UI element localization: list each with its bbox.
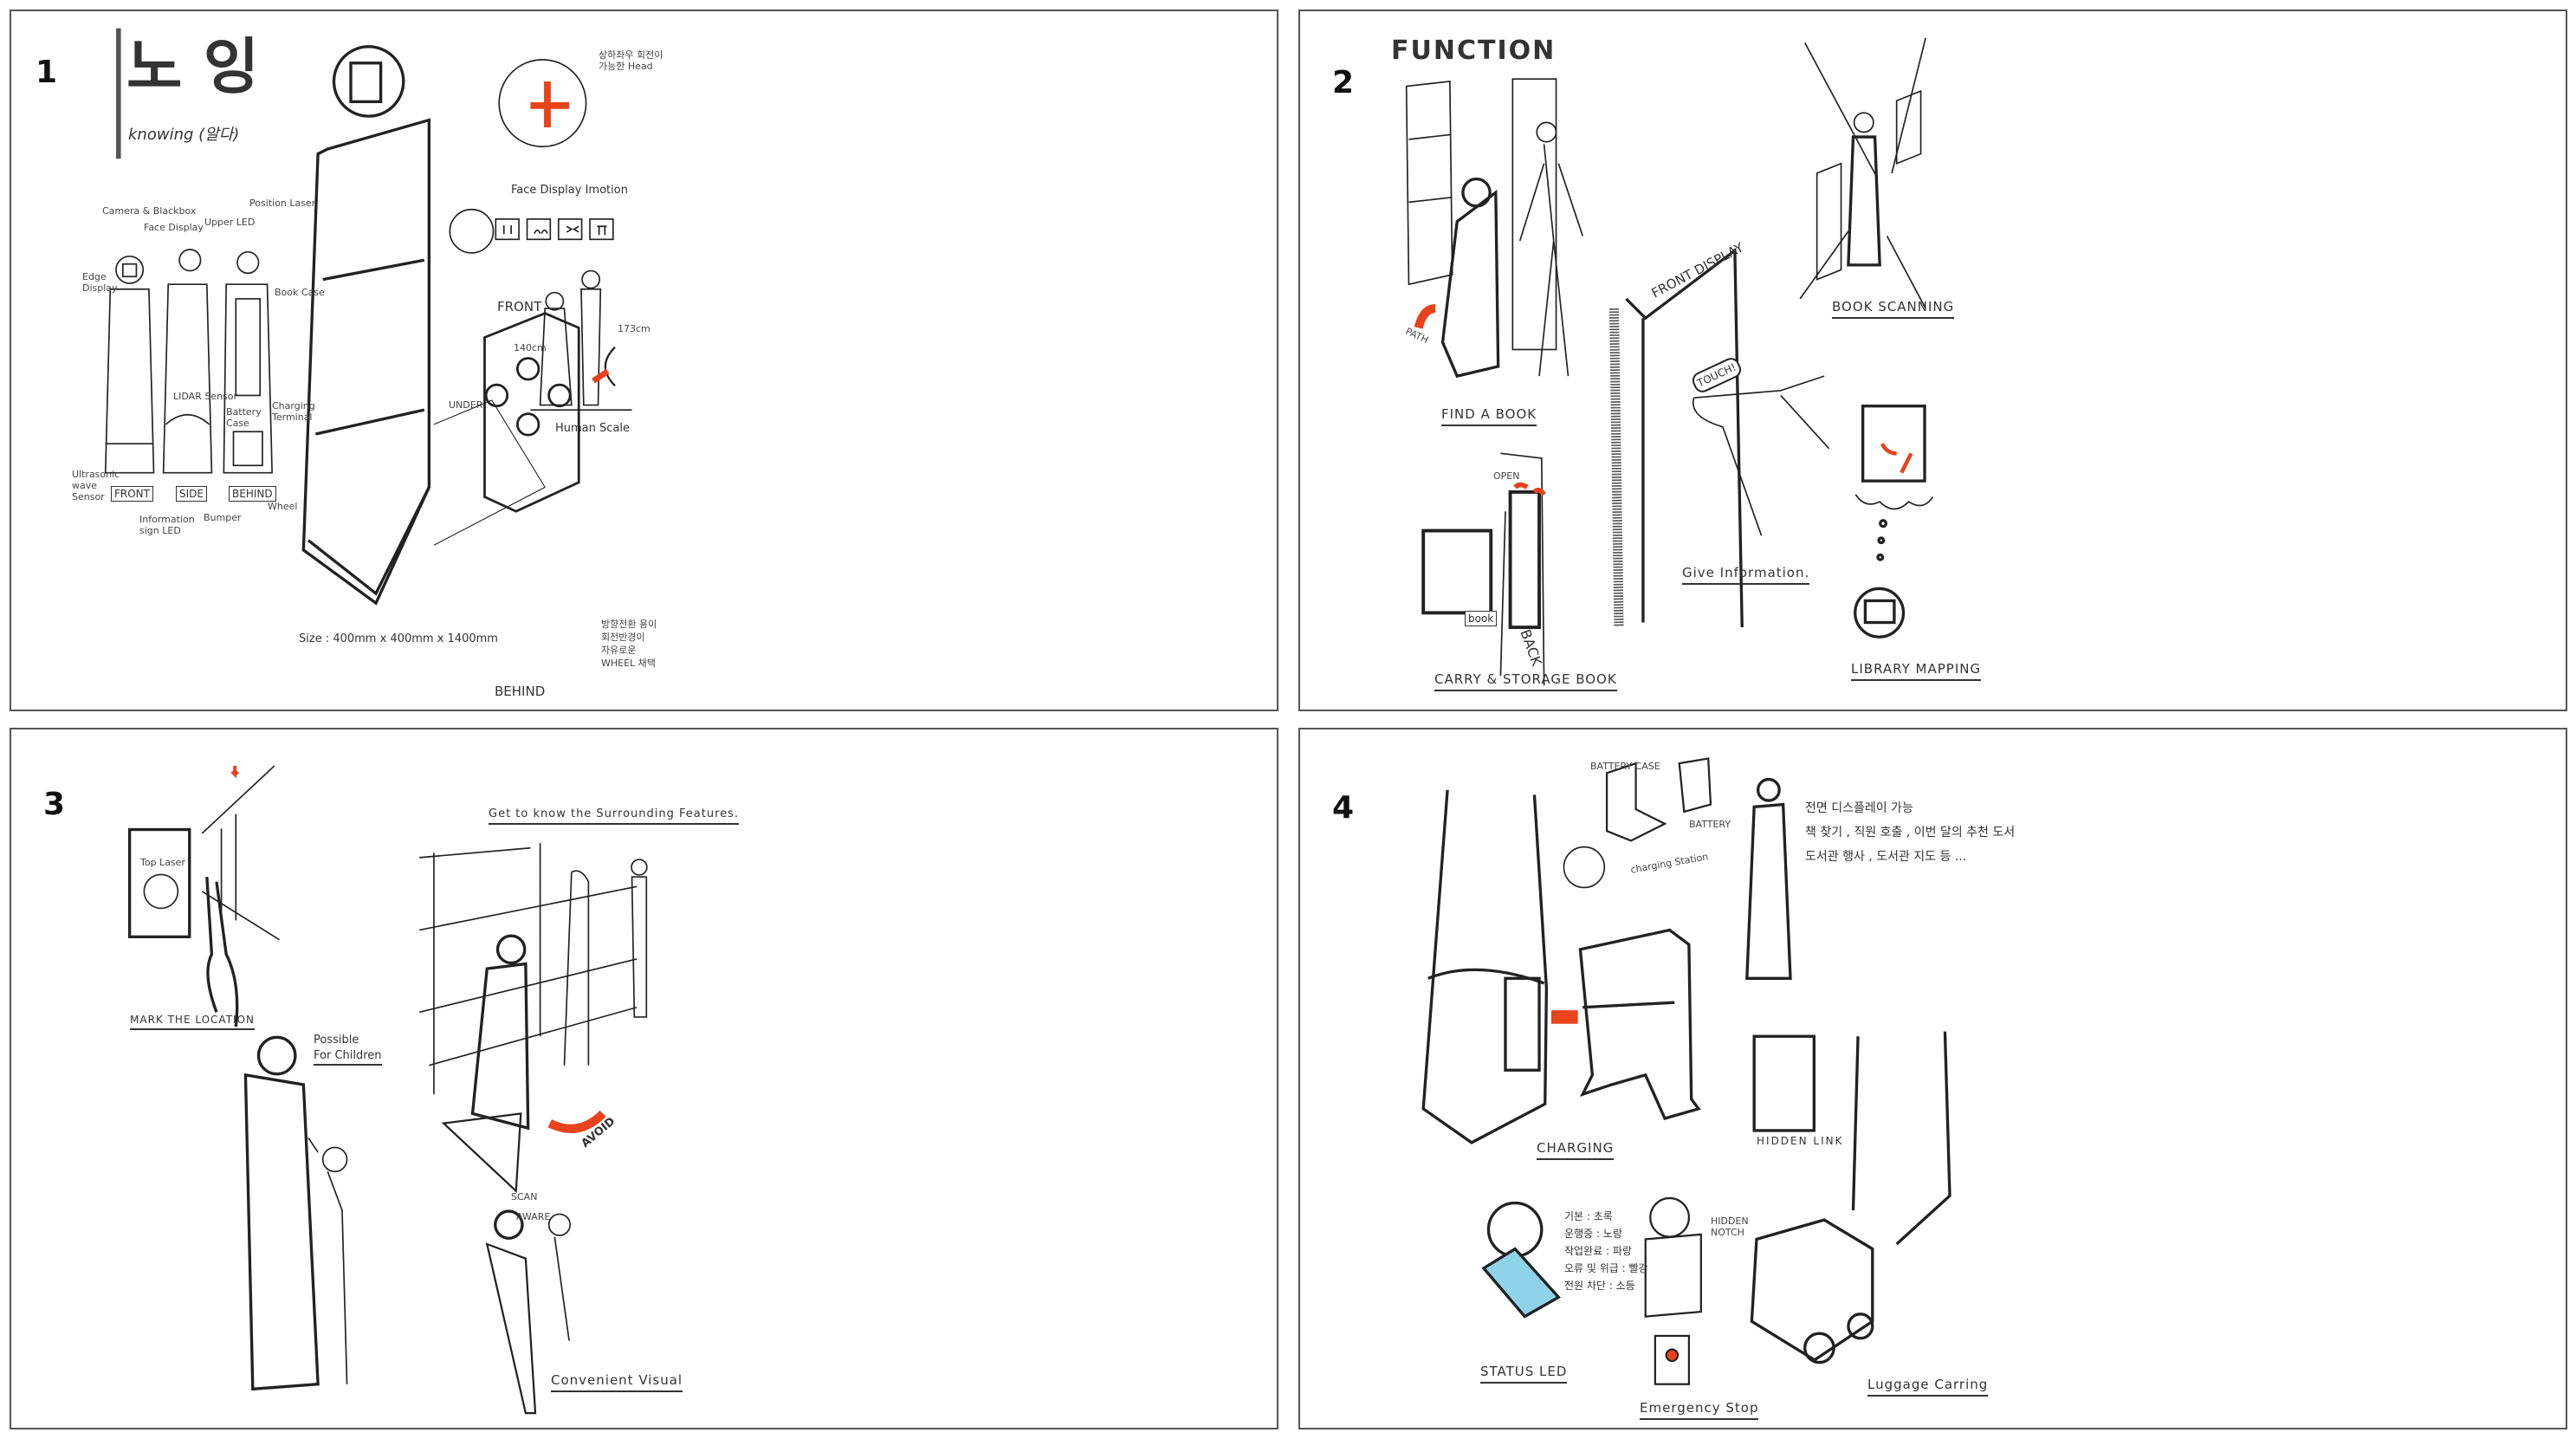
charging-robot-sketch: [1421, 789, 1549, 1144]
size-spec: Size : 400mm x 400mm x 1400mm: [299, 632, 498, 645]
callout-edge-display: Edge Display: [82, 271, 118, 294]
robot-height: 140cm: [514, 342, 547, 353]
find-book-label: FIND A BOOK: [1441, 406, 1537, 426]
library-mapping-label: LIBRARY MAPPING: [1851, 661, 1982, 681]
battery-case-label: BATTERY CASE: [1590, 761, 1660, 772]
carry-storage-label: CARRY & STORAGE BOOK: [1434, 671, 1617, 691]
battery-case-sketch: [1605, 757, 1712, 842]
callout-info-led: Information sign LED: [139, 514, 195, 536]
behind-view-sketch: [223, 250, 273, 474]
book-scanning-sketch: [1799, 37, 1926, 309]
front-view-sketch: [104, 255, 155, 474]
scan-label: SCAN: [511, 1191, 538, 1202]
product-name: 노 잉: [126, 30, 260, 102]
location-screen: [127, 827, 191, 939]
book-tag: book: [1465, 611, 1498, 626]
side-view-sketch: [162, 249, 213, 474]
label-side-view: SIDE: [176, 486, 207, 502]
robot-concept-sketch: [104, 28, 632, 606]
detail-sketches: [1421, 757, 1951, 1385]
front-display-sketch: [1608, 247, 1744, 628]
head-rotation-detail: [498, 59, 587, 148]
top-laser-label: Top Laser: [140, 857, 185, 868]
carry-storage-sketch: [1421, 452, 1546, 686]
hidden-link-label: HIDDEN LINK: [1757, 1135, 1844, 1147]
main-robot-sketch: [301, 45, 431, 606]
callout-bumper: Bumper: [204, 512, 242, 523]
panel-number: 1: [36, 55, 58, 90]
aware-label: AWARE: [516, 1211, 551, 1222]
luggage-carring-label: Luggage Carring: [1867, 1377, 1989, 1397]
pointing-hand: [205, 877, 239, 1027]
callout-position-laser: Position Laser: [249, 198, 316, 209]
base-bottom-sketch: [483, 312, 580, 513]
function-heading: FUNCTION: [1391, 36, 1557, 66]
luggage-cart-sketch: [1750, 1031, 1951, 1364]
label-behind-view: BEHIND: [229, 486, 276, 502]
convenient-visual-label: Convenient Visual: [551, 1372, 683, 1392]
base-behind-label: BEHIND: [495, 684, 546, 699]
callout-ultrasonic: Ultrasonic wave Sensor: [72, 469, 120, 502]
bookshelf-sketch: [1405, 81, 1453, 286]
head-note: 상하좌우 회전이 가능한 Head: [599, 49, 663, 72]
child-sketch: [307, 1137, 348, 1384]
emergency-stop-label: Emergency Stop: [1640, 1400, 1759, 1420]
status-led-label: STATUS LED: [1480, 1364, 1568, 1384]
status-led-sketch: [1481, 1201, 1561, 1319]
panel-number: 2: [1332, 65, 1355, 100]
battery-label: BATTERY: [1689, 819, 1731, 830]
library-map-sketch: [1854, 405, 1934, 638]
touching-hand-sketch: [1692, 375, 1830, 536]
give-information-label: Give Information.: [1682, 565, 1810, 585]
callout-book-case: Book Case: [275, 287, 325, 298]
aware-robot-sketch: [485, 1209, 572, 1415]
callout-camera: Camera & Blackbox: [102, 205, 197, 217]
open-label: OPEN: [1493, 470, 1520, 482]
hidden-link-sketch: [1752, 1034, 1815, 1132]
robot-find-book: [1440, 177, 1500, 379]
panel-4-details: 4 BATTERY CASE BATTERY charging Station …: [1298, 728, 2567, 1429]
callout-face-display: Face Display: [144, 222, 204, 233]
charging-label: CHARGING: [1537, 1140, 1615, 1160]
book-scanning-label: BOOK SCANNING: [1832, 299, 1955, 319]
base-front-label: FRONT: [497, 299, 542, 314]
hidden-notch-label: HIDDEN NOTCH: [1711, 1215, 1749, 1238]
human-height: 173cm: [618, 323, 650, 334]
label-front-view: FRONT: [111, 486, 153, 502]
callout-charging-terminal: Charging Terminal: [272, 400, 315, 423]
face-display-title: Face Display Imotion: [511, 184, 628, 197]
human-scale-sketch: [530, 269, 632, 411]
callout-wheel: Wheel: [268, 501, 298, 512]
mark-location-label: MARK THE LOCATION: [130, 1014, 255, 1030]
panel-number: 3: [43, 787, 66, 822]
panel-1-concept: 1 노 잉 knowing (알다) Camera & Blackbox Fac…: [10, 10, 1278, 711]
panel-2-function: 2 FUNCTION PATH FIND A BOOK BOOK SCANNIN…: [1298, 10, 2567, 711]
base-under-label: UNDER: [449, 399, 483, 411]
surrounding-scene: [419, 843, 648, 1194]
function-sketches: [1405, 37, 1934, 686]
callout-upper-led: Upper LED: [204, 217, 256, 228]
plug-bubble: [1563, 846, 1606, 889]
callout-battery-case: Battery Case: [226, 406, 262, 429]
child-robot-sketch: [243, 1035, 320, 1391]
callout-lidar: LIDAR Sensor: [173, 391, 238, 402]
charging-station-sketch: [1578, 928, 1701, 1121]
usage-sketches: [127, 765, 648, 1415]
human-scale-label: Human Scale: [555, 422, 630, 435]
walking-person-sketch: [1511, 78, 1584, 377]
emergency-stop-sketch: [1644, 1196, 1702, 1385]
face-expressions: [449, 208, 614, 254]
surrounding-label: Get to know the Surrounding Features.: [489, 807, 740, 825]
product-subtitle: knowing (알다): [128, 126, 240, 144]
display-robot-sketch: [1745, 777, 1792, 980]
panel-number: 4: [1332, 790, 1355, 826]
